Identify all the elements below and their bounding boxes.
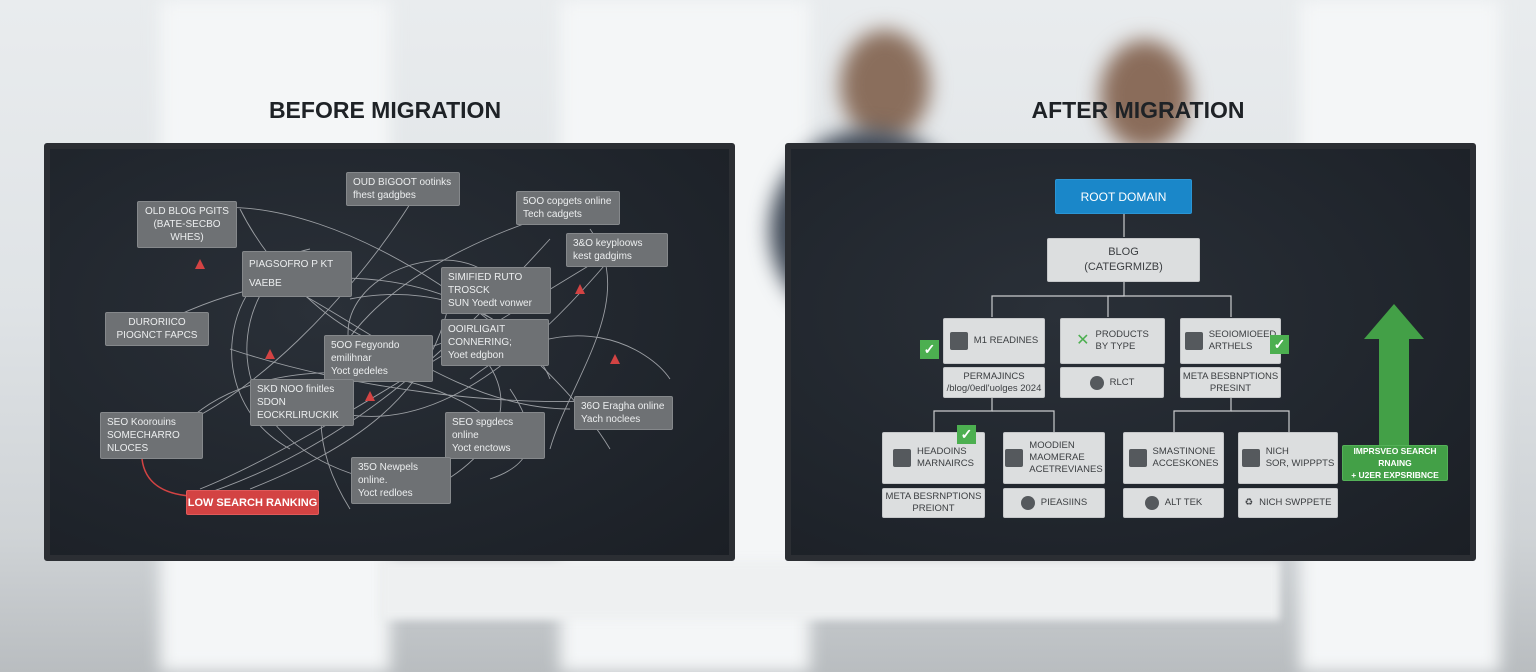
person-left: [840, 30, 930, 140]
check-icon: ✓: [1270, 335, 1289, 354]
improved-ranking-badge: IMPRSVEO SEARCH RNAING + U2ER EXPSRIBNCE: [1342, 445, 1448, 481]
check-icon: ✓: [920, 340, 939, 359]
node: OLD BLOG PGITS (BATE-SECBO WHES): [137, 201, 237, 248]
node-label: ALT TEK: [1164, 497, 1203, 508]
grid-icon: [1241, 449, 1260, 467]
check-icon: ✓: [957, 425, 976, 444]
blog-node: BLOG (CATEGRMIZB): [1047, 238, 1200, 282]
node: 5OO copgets online Tech cadgets: [516, 191, 620, 225]
arrow-to-result: [141, 458, 191, 497]
table: [380, 560, 1280, 620]
node: 36O Eragha online Yach noclees: [574, 396, 673, 430]
category-node: SEOIOMIOEED ARTHELS: [1180, 318, 1281, 364]
sub-node: META BESRNPTIONS PREIONT: [882, 488, 985, 518]
sub-node: ALT TEK: [1123, 488, 1224, 518]
node-label: RLCT: [1109, 376, 1135, 388]
node-label: PRODUCTS BY TYPE: [1095, 329, 1149, 352]
node-label: PIEASIINS: [1040, 497, 1088, 508]
sub-node: PERMAJINCS /blog/0edl'uolges 2024: [943, 367, 1045, 398]
node-label: M1 READINES: [973, 335, 1039, 346]
chart-icon: [949, 332, 968, 350]
user-icon: [1128, 449, 1147, 467]
layout-icon: [892, 449, 911, 467]
up-arrow-icon: [1364, 304, 1424, 445]
node: OUD BIGOOT ootinks fhest gadgbes: [346, 172, 460, 206]
page-node: SMASTINONE ACCESKONES: [1123, 432, 1224, 484]
node: SEO Koorouins SOMECHARRO NLOCES: [100, 412, 203, 459]
node: 3&O keyploows kest gadgims: [566, 233, 668, 267]
node-label: SEOIOMIOEED ARTHELS: [1208, 329, 1277, 352]
page-node: NICH SOR, WIPPPTS: [1238, 432, 1338, 484]
low-search-ranking-badge: LOW SEARCH RANKING: [186, 490, 319, 515]
person-right: [1100, 40, 1190, 150]
gear-icon: [1005, 449, 1024, 467]
hierarchy-connectors: [933, 214, 1424, 445]
before-monitor: OLD BLOG PGITS (BATE-SECBO WHES) OUD BIG…: [44, 143, 735, 561]
node: DURORIICO PIOGNCT FAPCS: [105, 312, 209, 346]
node: SEO spgdecs online Yoct enctows: [445, 412, 545, 459]
after-title: AFTER MIGRATION: [1031, 97, 1245, 123]
node: PIAGSOFRO P KT VAEBE: [242, 251, 352, 297]
node: OOIRLIGAIT CONNERING; Yoet edgbon: [441, 319, 549, 366]
sub-node: RLCT: [1060, 367, 1164, 398]
category-node: M1 READINES: [943, 318, 1045, 364]
key-icon: [1144, 496, 1159, 510]
node-label: NICH SWPPETE: [1259, 497, 1332, 508]
node-label: HEADOINS MARNAIRCS: [916, 446, 974, 469]
root-domain-node: ROOT DOMAIN: [1055, 179, 1192, 214]
before-title: BEFORE MIGRATION: [268, 97, 502, 123]
chart-icon: [1184, 332, 1203, 350]
category-node: ✕ PRODUCTS BY TYPE: [1060, 318, 1165, 364]
node: SKD NOO finitles SDON EOCKRLIRUCKIK: [250, 379, 354, 426]
sub-node: ♻ NICH SWPPETE: [1238, 488, 1338, 518]
sub-node: META BESBNPTIONS PRESINT: [1180, 367, 1281, 398]
key-icon: [1020, 496, 1035, 510]
key-icon: [1089, 375, 1104, 390]
page-node: MOODIEN MAOMERAE ACETREVIANES: [1003, 432, 1105, 484]
node: 35O Newpels online. Yoct redloes: [351, 457, 451, 504]
node: 5OO Fegyondo emilihnar Yoct gedeles: [324, 335, 433, 382]
node-label: MOODIEN MAOMERAE ACETREVIANES: [1029, 440, 1103, 475]
recycle-icon: ♻: [1244, 497, 1254, 508]
leaf-icon: ✕: [1076, 332, 1090, 349]
node-label: NICH SOR, WIPPPTS: [1265, 446, 1335, 469]
after-monitor: ROOT DOMAIN BLOG (CATEGRMIZB) M1 READINE…: [785, 143, 1476, 561]
sub-node: PIEASIINS: [1003, 488, 1105, 518]
node: SIMIFIED RUTO TROSCK SUN Yoedt vonwer: [441, 267, 551, 314]
node-label: SMASTINONE ACCESKONES: [1152, 446, 1219, 469]
